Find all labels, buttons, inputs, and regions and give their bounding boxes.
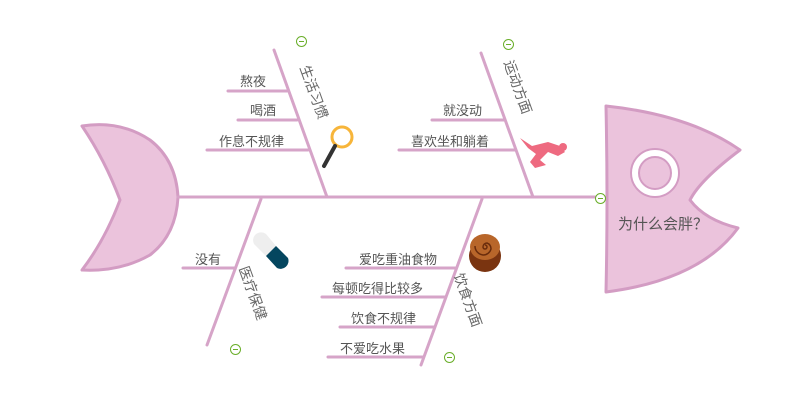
cause-item[interactable]: 熬夜 <box>240 75 267 90</box>
cause-item[interactable]: 喜欢坐和躺着 <box>411 135 490 150</box>
fish-head <box>604 104 742 294</box>
cause-item[interactable]: 就没动 <box>443 104 483 119</box>
fish-tail <box>80 123 180 272</box>
magnifier-icon <box>322 125 354 168</box>
cause-item[interactable]: 作息不规律 <box>219 135 285 150</box>
collapse-toggle-icon[interactable] <box>230 344 241 355</box>
cause-item[interactable]: 不爱吃水果 <box>340 342 406 357</box>
cause-item[interactable]: 每顿吃得比较多 <box>332 282 424 297</box>
cause-item[interactable]: 爱吃重油食物 <box>359 253 438 268</box>
runner-icon <box>520 138 567 168</box>
root-topic[interactable]: 为什么会胖？ <box>618 215 709 233</box>
collapse-toggle-icon[interactable] <box>296 36 307 47</box>
cause-item[interactable]: 饮食不规律 <box>351 312 417 327</box>
bone-exercise <box>479 51 535 199</box>
collapse-toggle-icon[interactable] <box>595 193 606 204</box>
bone-lifestyle <box>272 48 329 199</box>
cause-item[interactable]: 喝酒 <box>250 104 277 119</box>
collapse-toggle-icon[interactable] <box>503 39 514 50</box>
collapse-toggle-icon[interactable] <box>444 352 455 363</box>
bone-diet <box>419 197 484 367</box>
pill-icon <box>253 232 289 269</box>
bone-medical <box>205 197 263 347</box>
wood-roll-icon <box>469 234 501 272</box>
cause-item[interactable]: 没有 <box>195 253 222 268</box>
